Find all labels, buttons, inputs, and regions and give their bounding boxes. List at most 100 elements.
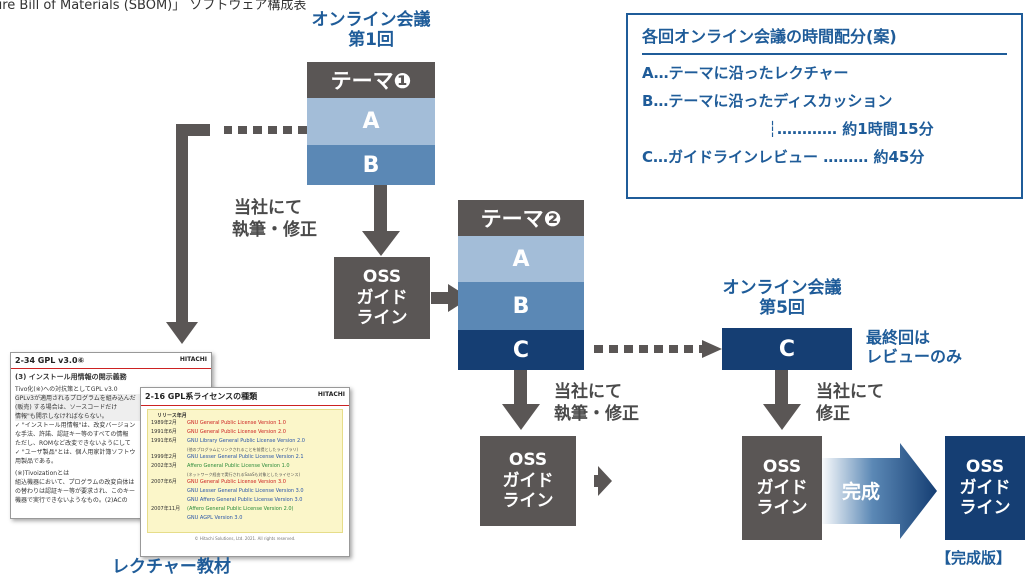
- oss-final-line2: ガイド: [959, 477, 1011, 498]
- legend-line-a: A…テーマに沿ったレクチャー: [642, 64, 849, 82]
- slide1-line: (※)Tivoizationとは: [15, 470, 70, 477]
- arrow-theme1-head: [362, 231, 400, 256]
- edit-text-1: 当社にて 執筆・修正: [232, 197, 317, 241]
- slide2-timeline-head: リリース年月: [157, 413, 187, 419]
- slide1-line: 機器で実行できないようなもの。(2)ACの: [15, 497, 128, 504]
- edit-text-2-line1: 当社にて: [554, 382, 622, 402]
- theme2-segment-b: B: [458, 282, 584, 330]
- complete-version-label: 【完成版】: [936, 549, 1012, 567]
- theme1-segment-b: B: [307, 145, 435, 185]
- slide1-body: Tivo化(※)への対抗策としてGPL v3.0 GPLv3が適用されるプログラ…: [11, 385, 211, 505]
- header-text: ure Bill of Materials (SBOM)」 ソフトウェア構成表: [0, 0, 307, 13]
- slide2-brand: HITACHI: [317, 391, 345, 398]
- oss-final-line3: ライン: [959, 498, 1011, 519]
- arrow-meeting5-shaft: [775, 368, 788, 406]
- slide1-title: 2-34 GPL v3.0⑥: [15, 356, 85, 365]
- slide2-row: 2007年11月(Affero General Public License V…: [151, 506, 294, 512]
- arrow-theme2-shaft: [514, 368, 527, 406]
- time-allocation-legend: 各回オンライン会議の時間配分(案) A…テーマに沿ったレクチャー B…テーマに沿…: [626, 13, 1023, 199]
- slide1-line: ✓ "ユーザ製品"とは、個人用家計簿ソフトウ: [15, 449, 136, 456]
- meeting5-segment-c: C: [722, 328, 852, 370]
- final-note: 最終回は レビューのみ: [866, 328, 962, 366]
- lecture-connector-line: [176, 124, 210, 330]
- slide1-line: の替わりは認証キー等が要求され、このキー: [15, 488, 136, 495]
- meeting5-line1: オンライン会議: [722, 278, 842, 298]
- oss-box-1-line1: OSS: [362, 267, 402, 288]
- slide1-brand: HITACHI: [179, 356, 207, 363]
- arrow-down-lecture: [166, 322, 198, 344]
- oss-box-1-line2: ガイド: [356, 287, 408, 308]
- legend-line-ab-time: ┆………… 約1時間15分: [768, 120, 934, 138]
- arrow-oss2-head: [598, 466, 612, 496]
- arrow-meeting5-head: [763, 404, 801, 430]
- slide1-line: 用製品である。: [15, 458, 57, 465]
- slide2-title: 2-16 GPL系ライセンスの種類: [145, 392, 258, 401]
- slide1-line: 組込機器において、プログラムの改変自体は: [15, 479, 135, 486]
- edit-text-2-line2: 執筆・修正: [554, 404, 639, 425]
- oss-box-1-line3: ライン: [356, 308, 408, 329]
- oss-box-3-line3: ライン: [756, 498, 808, 519]
- edit-text-2: 当社にて 執筆・修正: [554, 381, 639, 425]
- final-note-line2: レビューのみ: [866, 347, 963, 367]
- slide2-footer: © Hitachi Solutions, Ltd. 2021. All righ…: [194, 536, 296, 541]
- oss-final-line1: OSS: [965, 457, 1005, 478]
- slide2-row: (ネットワーク経由で実行されるSaaSも対象としたライセンス): [187, 472, 301, 477]
- meeting5-title: オンライン会議 第5回: [716, 278, 848, 319]
- slide1-line: ✓ "インストール用情報"は、改変バージョン: [15, 422, 136, 429]
- oss-guideline-box-3: OSS ガイド ライン: [742, 436, 822, 540]
- oss-guideline-final-box: OSS ガイド ライン: [945, 436, 1025, 540]
- slide1-line: Tivo化(※)への対抗策としてGPL v3.0: [15, 386, 118, 393]
- fix-text: 当社にて 修正: [816, 381, 884, 425]
- lecture-slide-2: 2-16 GPL系ライセンスの種類 HITACHI リリース年月 1989年2月…: [140, 387, 350, 557]
- fix-text-line2: 修正: [816, 404, 850, 425]
- slide1-line: な手法、許諾、認証キー等のすべての情報: [15, 431, 129, 438]
- oss-box-2-line2: ガイド: [502, 470, 554, 491]
- slide1-line: ただし、ROMなど改変できないようにして: [15, 440, 131, 447]
- slide2-row: GNU Lesser General Public License Versio…: [187, 488, 304, 494]
- edit-text-1-line1: 当社にて: [234, 198, 302, 218]
- theme2-segment-a: A: [458, 236, 584, 282]
- oss-guideline-box-2: OSS ガイド ライン: [480, 436, 576, 526]
- slide2-row: GNU Affero General Public License Versio…: [187, 497, 303, 503]
- slide1-heading: (3) インストール用情報の開示義務: [15, 373, 127, 381]
- lecture-materials-label: レクチャー教材: [112, 557, 231, 577]
- slide1-line: 情報"も開示しなければならない。: [15, 412, 207, 421]
- meeting1-line1: オンライン会議: [311, 10, 431, 30]
- theme2-header: テーマ❷: [458, 200, 584, 236]
- meeting5-line2: 第5回: [759, 298, 805, 319]
- oss-box-2-line3: ライン: [502, 491, 554, 512]
- meeting1-line2: 第1回: [348, 30, 394, 51]
- oss-box-2-line1: OSS: [508, 450, 548, 471]
- oss-box-3-line2: ガイド: [756, 477, 808, 498]
- oss-guideline-box-1: OSS ガイド ライン: [334, 257, 430, 339]
- theme1-header: テーマ❶: [307, 62, 435, 98]
- legend-line-c: C…ガイドラインレビュー ……… 約45分: [642, 148, 925, 166]
- oss-box-3-line1: OSS: [762, 457, 802, 478]
- theme2-segment-c: C: [458, 330, 584, 370]
- theme1-segment-a: A: [307, 98, 435, 145]
- legend-line-b: B…テーマに沿ったディスカッション: [642, 92, 893, 110]
- meeting1-title: オンライン会議 第1回: [307, 10, 435, 51]
- complete-label: 完成: [842, 481, 881, 503]
- slide1-line: GPLv3が適用されるプログラムを組み込んだ: [15, 394, 207, 403]
- edit-text-1-line2: 執筆・修正: [232, 220, 317, 241]
- arrow-theme2-head: [502, 404, 540, 430]
- slide2-row: GNU AGPL Version 3.0: [187, 515, 243, 521]
- legend-title: 各回オンライン会議の時間配分(案): [642, 23, 1007, 55]
- arrow-right-meeting5: [702, 340, 722, 358]
- fix-text-line1: 当社にて: [816, 382, 884, 402]
- slide1-title-bar: 2-34 GPL v3.0⑥ HITACHI: [11, 353, 211, 369]
- slide2-row: (他のプログラムにリンクされることを前提としたライブラリ): [187, 447, 298, 452]
- arrow-oss1-shaft: [431, 292, 451, 304]
- slide1-line: (販売) する場合は、ソースコードだけ: [15, 403, 207, 412]
- arrow-theme1-shaft: [374, 184, 387, 234]
- slide2-title-bar: 2-16 GPL系ライセンスの種類 HITACHI: [141, 388, 349, 406]
